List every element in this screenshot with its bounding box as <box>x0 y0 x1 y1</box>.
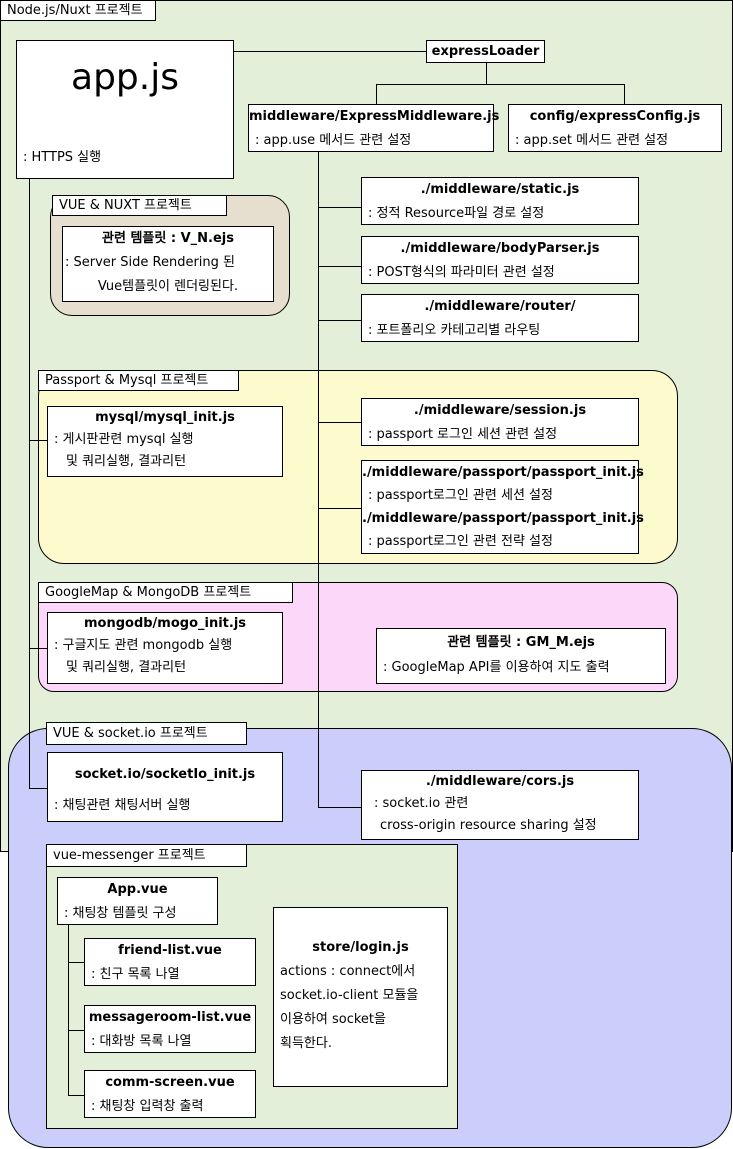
gm-m-template-desc: : GoogleMap API를 이용하여 지도 출력 <box>383 660 610 675</box>
bodyparser-desc: : POST형식의 파라미터 관련 설정 <box>368 265 555 280</box>
router-desc: : 포트폴리오 카테고리별 라우팅 <box>368 323 541 338</box>
friend-list-box: friend-list.vue : 친구 목록 나열 <box>84 938 256 986</box>
connector-room <box>68 1030 84 1031</box>
passport-init-box: ./middleware/passport/passport_init.js :… <box>361 460 644 554</box>
connector-cors <box>318 807 362 808</box>
socketio-init-desc: : 채팅관련 채팅서버 실행 <box>54 798 191 813</box>
connector-static <box>318 207 362 208</box>
v-n-template-title: 관련 템플릿 : V_N.ejs <box>102 231 234 246</box>
store-login-desc-2: socket.io-client 모듈을 <box>280 988 419 1003</box>
router-title: ./middleware/router/ <box>424 299 576 314</box>
static-title: ./middleware/static.js <box>420 182 580 197</box>
vue-nuxt-label: VUE & NUXT 프로젝트 <box>52 195 227 216</box>
messageroom-list-title: messageroom-list.vue <box>88 1010 252 1025</box>
app-vue-desc: : 채팅창 템플릿 구성 <box>64 906 177 921</box>
connector-comm <box>68 1095 84 1096</box>
comm-screen-title: comm-screen.vue <box>105 1075 235 1090</box>
comm-screen-box: comm-screen.vue : 채팅창 입력창 출력 <box>84 1070 256 1118</box>
store-login-desc-4: 획득한다. <box>280 1036 332 1051</box>
express-config-box: config/expressConfig.js : app.set 메서드 관련… <box>508 104 722 152</box>
gm-m-template-title: 관련 템플릿 : GM_M.ejs <box>447 635 595 650</box>
connector-app-loader <box>234 51 426 52</box>
v-n-template-desc-1: : Server Side Rendering 된 <box>65 255 235 270</box>
connector-trunk <box>318 152 319 807</box>
passport-init-1-desc: : passport로그인 관련 세션 설정 <box>368 488 553 503</box>
connector-passport-init <box>318 508 362 509</box>
mongo-init-desc-2: 및 쿼리실행, 결과리턴 <box>66 660 187 675</box>
cors-desc-1: : socket.io 관련 <box>374 796 469 811</box>
connector-socket-init <box>29 788 47 789</box>
connector-app-left <box>29 178 30 788</box>
passport-init-2-title: ./middleware/passport/passport_init.js <box>362 511 644 526</box>
mongo-init-box: mongodb/mogo_init.js : 구글지도 관련 mongodb 실… <box>47 612 283 684</box>
express-config-title: config/expressConfig.js <box>529 109 701 124</box>
connector-bodyparser <box>318 266 362 267</box>
express-middleware-box: middleware/ExpressMiddleware.js : app.us… <box>248 104 500 152</box>
connector-loader-down <box>486 62 487 84</box>
bodyparser-box: ./middleware/bodyParser.js : POST형식의 파라미… <box>361 236 639 284</box>
messenger-label: vue-messenger 프로젝트 <box>46 844 247 867</box>
friend-list-title: friend-list.vue <box>118 943 222 958</box>
express-middleware-desc: : app.use 메서드 관련 설정 <box>255 133 412 148</box>
store-login-title: store/login.js <box>312 940 409 955</box>
app-js-desc: : HTTPS 실행 <box>23 150 102 165</box>
mongo-init-title: mongodb/mogo_init.js <box>83 616 247 631</box>
v-n-template-box: 관련 템플릿 : V_N.ejs : Server Side Rendering… <box>62 226 274 302</box>
store-login-desc-3: 이용하여 socket을 <box>280 1012 386 1027</box>
connector-branch <box>376 84 624 85</box>
store-login-box: store/login.js actions : connect에서 socke… <box>273 907 448 1087</box>
cors-box: ./middleware/cors.js : socket.io 관련 cros… <box>361 770 639 840</box>
app-js-title: app.js <box>71 57 179 98</box>
cors-desc-2: cross-origin resource sharing 설정 <box>380 818 597 833</box>
comm-screen-desc: : 채팅창 입력창 출력 <box>91 1099 204 1114</box>
app-vue-title: App.vue <box>107 882 168 897</box>
router-box: ./middleware/router/ : 포트폴리오 카테고리별 라우팅 <box>361 294 639 342</box>
connector-app-vue-down <box>68 925 69 1095</box>
mysql-init-title: mysql/mysql_init.js <box>95 410 235 425</box>
express-loader-box: expressLoader <box>426 40 545 63</box>
cors-title: ./middleware/cors.js <box>425 774 575 789</box>
socketio-label: VUE & socket.io 프로젝트 <box>46 722 247 745</box>
store-login-desc-1: actions : connect에서 <box>280 964 416 979</box>
connector-cfg-down <box>624 84 625 104</box>
messageroom-list-box: messageroom-list.vue : 대화방 목록 나열 <box>84 1005 256 1053</box>
passport-init-2-desc: : passport로그인 관련 전략 설정 <box>368 534 553 549</box>
mysql-init-desc-2: 및 쿼리실행, 결과리턴 <box>66 454 187 469</box>
session-box: ./middleware/session.js : passport 로그인 세… <box>361 398 639 446</box>
connector-mongo <box>29 648 47 649</box>
connector-mysql <box>29 440 47 441</box>
session-title: ./middleware/session.js <box>413 403 587 418</box>
messageroom-list-desc: : 대화방 목록 나열 <box>91 1034 192 1049</box>
mysql-init-box: mysql/mysql_init.js : 게시판관련 mysql 실행 및 쿼… <box>47 406 283 477</box>
app-vue-box: App.vue : 채팅창 템플릿 구성 <box>57 877 218 925</box>
socketio-init-box: socket.io/socketIo_init.js : 채팅관련 채팅서버 실… <box>47 752 283 822</box>
express-config-desc: : app.set 메서드 관련 설정 <box>515 133 669 148</box>
connector-router <box>318 320 362 321</box>
express-loader-label: expressLoader <box>431 44 540 59</box>
passport-label: Passport & Mysql 프로젝트 <box>38 370 239 391</box>
bodyparser-title: ./middleware/bodyParser.js <box>400 241 600 256</box>
connector-friend <box>68 962 84 963</box>
passport-init-1-title: ./middleware/passport/passport_init.js <box>362 465 644 480</box>
static-box: ./middleware/static.js : 정적 Resource파일 경… <box>361 177 639 225</box>
app-js-box: app.js : HTTPS 실행 <box>16 40 234 179</box>
v-n-template-desc-2: Vue템플릿이 렌더링된다. <box>97 279 239 294</box>
static-desc: : 정적 Resource파일 경로 설정 <box>368 206 545 221</box>
outer-label: Node.js/Nuxt 프로젝트 <box>0 0 156 21</box>
mysql-init-desc-1: : 게시판관련 mysql 실행 <box>54 432 194 447</box>
connector-session <box>318 422 362 423</box>
mongo-init-desc-1: : 구글지도 관련 mongodb 실행 <box>54 638 233 653</box>
connector-mw-down <box>376 84 377 104</box>
friend-list-desc: : 친구 목록 나열 <box>91 967 180 982</box>
session-desc: : passport 로그인 세션 관련 설정 <box>368 427 558 442</box>
socketio-init-title: socket.io/socketIo_init.js <box>74 767 256 782</box>
googlemap-label: GoogleMap & MongoDB 프로젝트 <box>38 582 293 603</box>
gm-m-template-box: 관련 템플릿 : GM_M.ejs : GoogleMap API를 이용하여 … <box>376 628 666 684</box>
express-middleware-title: middleware/ExpressMiddleware.js <box>249 109 500 124</box>
